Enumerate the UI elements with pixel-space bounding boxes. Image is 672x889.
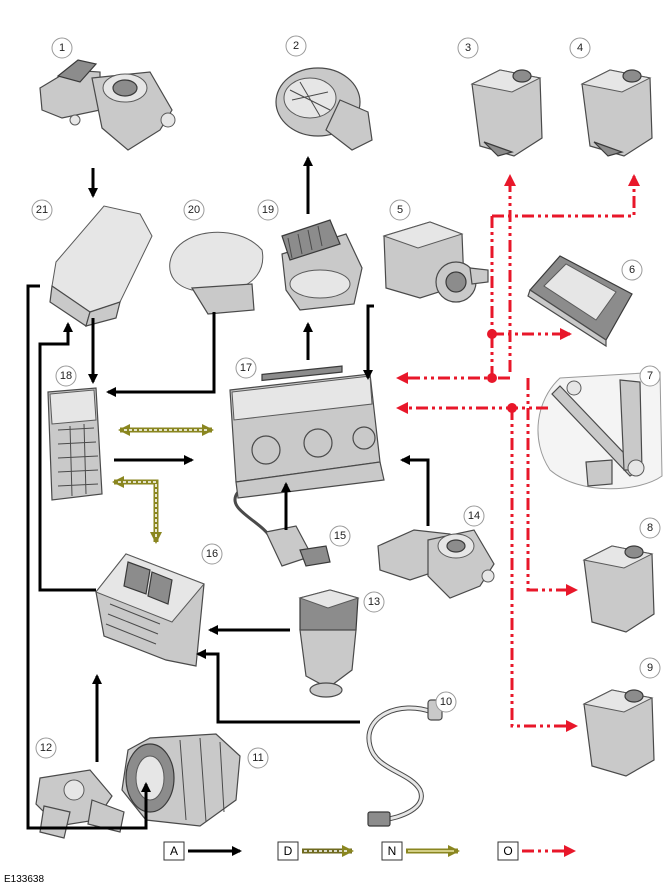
callout-20: 20: [183, 199, 205, 221]
legend-item-a: A: [163, 841, 242, 861]
callout-4: 4: [569, 37, 591, 59]
svg-text:7: 7: [647, 370, 653, 382]
component-8-actuator: [582, 545, 655, 633]
svg-text:4: 4: [577, 42, 583, 54]
svg-text:9: 9: [647, 662, 653, 674]
svg-text:18: 18: [60, 370, 72, 382]
flow-lines-red: [396, 174, 640, 732]
component-20-sensor-dome: [169, 231, 264, 315]
svg-text:8: 8: [647, 522, 653, 534]
component-5-sensor: [382, 221, 489, 303]
legend-item-o: O: [497, 841, 576, 861]
svg-text:12: 12: [40, 742, 52, 754]
svg-text:10: 10: [440, 696, 452, 708]
svg-text:D: D: [284, 844, 293, 858]
component-12-valve: [35, 769, 125, 839]
component-9-actuator: [582, 689, 655, 777]
component-16-control-module: [95, 553, 205, 667]
flow-lines-olive: [112, 424, 214, 544]
component-18-junction-box: [47, 387, 103, 501]
legend-item-n: N: [381, 841, 460, 861]
component-14-switch: [377, 529, 495, 599]
svg-text:15: 15: [334, 530, 346, 542]
component-6-sensor-block: [527, 255, 633, 348]
component-17-climate-control-panel: [229, 365, 385, 499]
callout-10: 10: [435, 691, 457, 713]
svg-text:20: 20: [188, 204, 200, 216]
callout-6: 6: [621, 259, 643, 281]
component-11-compressor: [121, 733, 241, 827]
legend-item-d: D: [277, 841, 354, 861]
callout-14: 14: [463, 505, 485, 527]
callout-1: 1: [51, 37, 73, 59]
svg-text:N: N: [388, 844, 397, 858]
component-19-blower-resistor: [281, 219, 363, 311]
callout-13: 13: [363, 591, 385, 613]
svg-text:17: 17: [240, 362, 252, 374]
callout-18: 18: [55, 365, 77, 387]
callout-3: 3: [457, 37, 479, 59]
legend: A D N O: [163, 841, 576, 861]
component-2-blower-motor: [275, 67, 373, 151]
component-1-switch: [39, 59, 176, 151]
component-15-connector: [233, 491, 331, 567]
component-7-flap-mechanism: [537, 371, 663, 490]
svg-text:19: 19: [262, 204, 274, 216]
svg-text:14: 14: [468, 510, 480, 522]
svg-text:O: O: [503, 844, 512, 858]
component-10-harness-sensor: [366, 699, 443, 827]
callout-2: 2: [285, 35, 307, 57]
svg-text:5: 5: [397, 204, 403, 216]
callout-11: 11: [247, 747, 269, 769]
callout-19: 19: [257, 199, 279, 221]
callout-17: 17: [235, 357, 257, 379]
component-3-actuator: [470, 69, 543, 157]
component-4-actuator: [580, 69, 653, 157]
svg-text:13: 13: [368, 596, 380, 608]
svg-text:A: A: [170, 844, 178, 858]
callout-5: 5: [389, 199, 411, 221]
svg-text:1: 1: [59, 42, 65, 54]
svg-text:2: 2: [293, 40, 299, 52]
callout-21: 21: [31, 199, 53, 221]
svg-text:11: 11: [252, 752, 263, 764]
figure-reference: E133638: [4, 874, 44, 885]
callout-8: 8: [639, 517, 661, 539]
callout-7: 7: [639, 365, 661, 387]
callout-12: 12: [35, 737, 57, 759]
callout-15: 15: [329, 525, 351, 547]
svg-text:3: 3: [465, 42, 471, 54]
svg-text:6: 6: [629, 264, 635, 276]
svg-text:21: 21: [36, 204, 48, 216]
svg-text:16: 16: [206, 548, 218, 560]
component-13-pressure-sensor: [298, 589, 360, 698]
callout-9: 9: [639, 657, 661, 679]
callout-16: 16: [201, 543, 223, 565]
flow-lines-black: [26, 156, 430, 830]
component-21-duct: [49, 205, 153, 327]
